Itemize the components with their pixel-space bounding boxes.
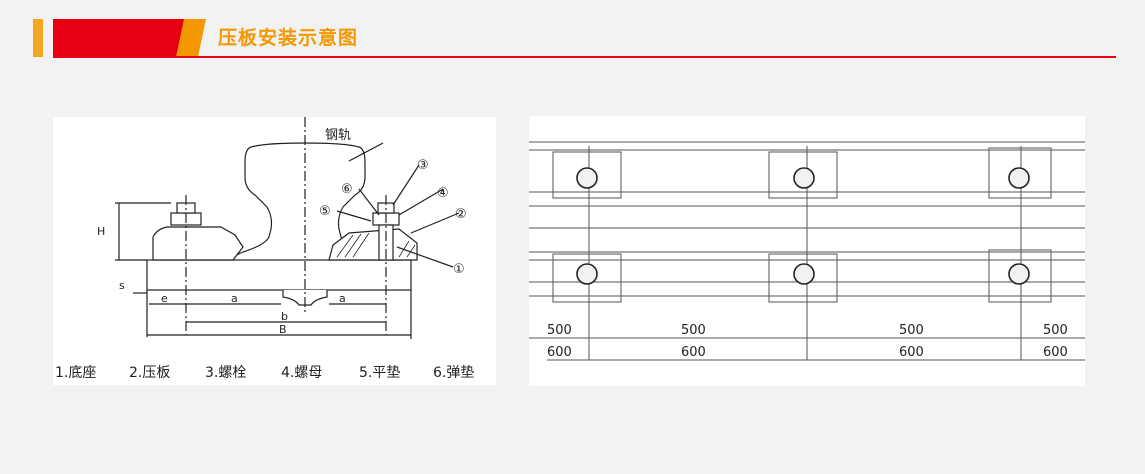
legend-item-6: 6.弹垫 [433,365,474,381]
callout-4: ④ [437,186,449,201]
spacing-600-1: 600 [547,345,572,360]
dim-s-label: s [119,279,125,292]
legend-item-5: 5.平垫 [359,365,400,381]
spacing-600-4: 600 [1043,345,1068,360]
legend-item-2: 2.压板 [129,365,170,381]
header-red-band [53,19,187,57]
header-slash-icon [176,19,206,57]
clamp-section-diagram: 钢轨 ③ ⑥ ④ ⑤ ② ① H s e a a b B 1.底座 2.压板 3… [53,117,496,385]
dim-a-label-right: a [339,292,346,305]
clamp-layout-plan-diagram: 500 500 500 500 600 600 600 600 [529,116,1085,386]
spacing-500-3: 500 [899,323,924,338]
header-accent-stripe [33,19,43,57]
dim-h-label: H [97,225,105,238]
callout-6: ⑥ [341,182,353,197]
header-divider [53,56,1116,58]
legend-item-4: 4.螺母 [281,365,322,381]
legend-item-1: 1.底座 [55,365,96,381]
callout-5: ⑤ [319,204,331,219]
dim-B-label: B [279,323,287,336]
spacing-500-2: 500 [681,323,706,338]
spacing-600-2: 600 [681,345,706,360]
spacing-500-1: 500 [547,323,572,338]
legend-item-3: 3.螺栓 [205,365,246,381]
dim-b-label: b [281,310,288,323]
callout-1: ① [453,262,465,277]
page-title: 压板安装示意图 [218,27,359,49]
rail-label: 钢轨 [325,128,351,143]
spacing-500-4: 500 [1043,323,1068,338]
callout-3: ③ [417,158,429,173]
callout-2: ② [455,207,467,222]
dim-e-label: e [161,292,168,305]
dim-a-label-left: a [231,292,238,305]
spacing-600-3: 600 [899,345,924,360]
